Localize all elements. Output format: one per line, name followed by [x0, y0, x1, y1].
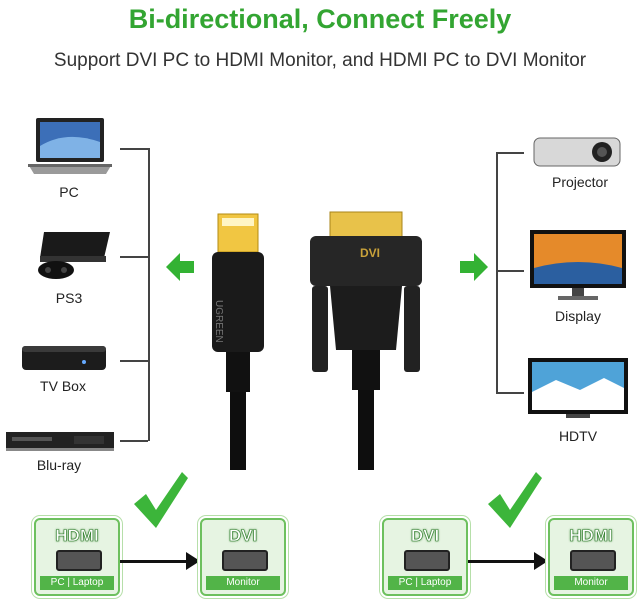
page-subtitle: Support DVI PC to HDMI Monitor, and HDMI… — [53, 50, 587, 71]
device-label-bluray: Blu-ray — [36, 457, 82, 473]
device-label-projector: Projector — [551, 174, 609, 190]
box-head: HDMI — [569, 526, 613, 546]
dvi-target-box: DVI Monitor — [200, 518, 286, 596]
monitor-icon — [530, 230, 626, 300]
dvi-plug-label: DVI — [360, 246, 381, 260]
tv-box-icon — [22, 346, 106, 370]
box-head: DVI — [228, 526, 258, 546]
bluray-player-icon — [6, 432, 114, 451]
game-console-icon — [38, 232, 110, 279]
arrowhead-icon — [534, 552, 548, 570]
brand-label: UGREEN — [213, 300, 224, 343]
hdmi-port-icon — [56, 550, 102, 571]
box-head: DVI — [410, 526, 440, 546]
laptop-icon — [28, 118, 112, 174]
arrowhead-icon — [186, 552, 200, 570]
device-label-tv-box: TV Box — [40, 378, 86, 394]
dvi-port-icon — [222, 550, 268, 571]
page-title: Bi-directional, Connect Freely — [128, 4, 512, 34]
bracket-line — [496, 392, 524, 394]
box-head: HDMI — [55, 526, 99, 546]
device-label-ps3: PS3 — [55, 290, 83, 306]
bracket-line — [120, 148, 148, 150]
bracket-line — [496, 152, 498, 392]
device-label-hdtv: HDTV — [558, 428, 598, 444]
arrow-left-icon — [166, 253, 194, 281]
device-label-pc: PC — [59, 184, 79, 200]
bracket-line — [496, 152, 524, 154]
arrow-right-icon — [460, 253, 488, 281]
bracket-line — [148, 148, 150, 441]
dvi-source-box: DVI PC | Laptop — [382, 518, 468, 596]
bracket-line — [120, 440, 148, 442]
direction-arrow — [468, 560, 544, 563]
hdmi-port-icon — [570, 550, 616, 571]
checkmark-icon — [488, 472, 542, 528]
hdmi-dvi-cable-icon — [212, 211, 422, 470]
box-foot: PC | Laptop — [40, 576, 114, 590]
bracket-line — [496, 270, 524, 272]
device-label-display: Display — [555, 308, 601, 324]
box-foot: Monitor — [206, 576, 280, 590]
bracket-line — [120, 256, 148, 258]
box-foot: Monitor — [554, 576, 628, 590]
box-foot: PC | Laptop — [388, 576, 462, 590]
direction-arrow — [120, 560, 196, 563]
checkmark-icon — [134, 472, 188, 528]
bracket-line — [120, 360, 148, 362]
projector-icon — [533, 137, 621, 167]
hdmi-source-box: HDMI PC | Laptop — [34, 518, 120, 596]
tv-icon — [528, 358, 628, 418]
dvi-port-icon — [404, 550, 450, 571]
hdmi-target-box: HDMI Monitor — [548, 518, 634, 596]
